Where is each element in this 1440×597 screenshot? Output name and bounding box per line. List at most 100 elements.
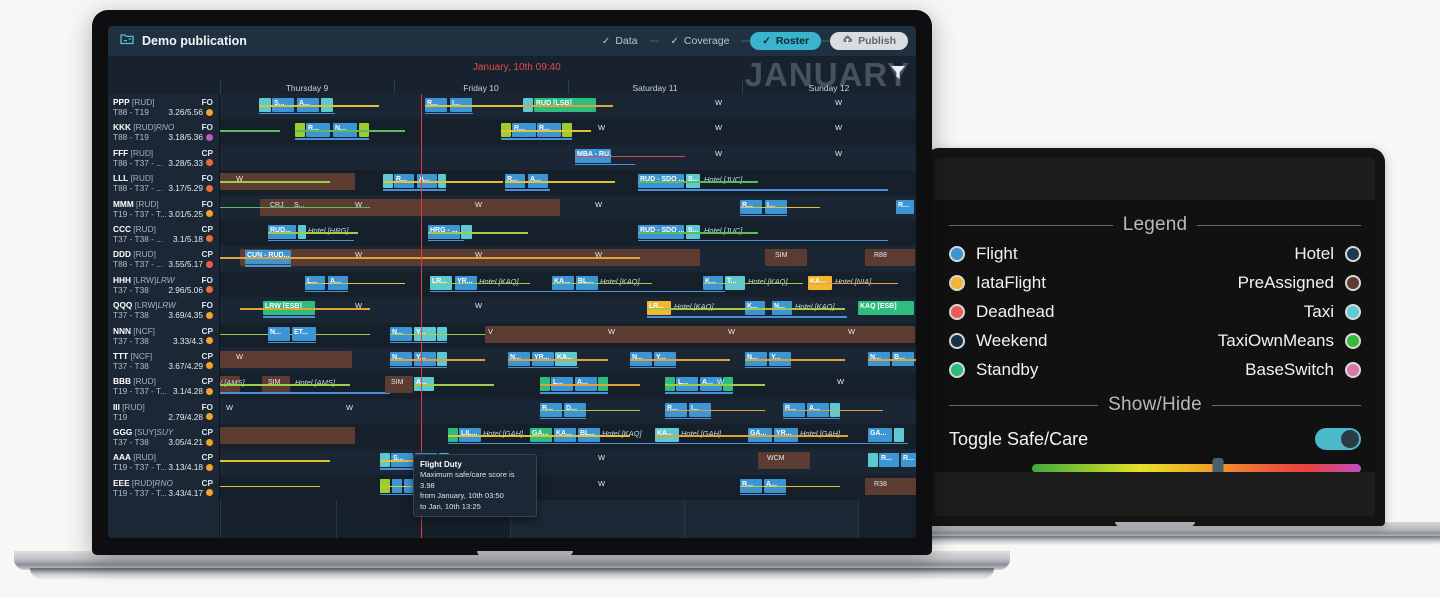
legend-item[interactable]: Weekend (949, 331, 1054, 351)
showhide-title: Show/Hide (1108, 394, 1202, 415)
preassigned-block[interactable] (765, 249, 807, 267)
preassigned-block[interactable] (485, 325, 915, 343)
table-row[interactable]: L...A...LR...YR...Hotel [KAQ]KA...BL...H… (220, 271, 916, 298)
gantt-activity-block[interactable]: SIM (391, 379, 404, 387)
preassigned-block[interactable] (260, 198, 560, 216)
legend-item[interactable]: Standby (949, 360, 1054, 380)
crew-code: GGG (113, 427, 133, 438)
crew-code-base: PPP [RUD] (113, 97, 155, 107)
preassigned-block[interactable] (220, 350, 352, 368)
weekend-marker: W (715, 98, 723, 107)
step-roster-button[interactable]: ✓Roster (750, 32, 822, 50)
preassigned-block[interactable] (758, 452, 810, 470)
gantt-activity-block[interactable] (894, 428, 904, 443)
preassigned-block[interactable] (865, 477, 916, 495)
gantt-activity-block[interactable]: S... (294, 201, 305, 209)
crew-rank: CP (201, 249, 213, 260)
gantt-activity-block[interactable]: R38 (874, 480, 887, 488)
crew-aircraft: T19 - T37 - T... (113, 208, 168, 219)
legend-item[interactable]: Hotel (1218, 244, 1361, 264)
preassigned-block[interactable] (220, 427, 355, 445)
gantt-activity-block[interactable]: N... (268, 326, 290, 341)
crew-code-base: FFF [RUD] (113, 148, 153, 158)
threshold-slider-handle[interactable] (1212, 458, 1224, 479)
gantt-activity-block[interactable]: R... (896, 199, 914, 214)
day-label: Thursday 9 (285, 83, 329, 93)
legend-item[interactable]: Taxi (1218, 302, 1361, 322)
legend-item[interactable]: BaseSwitch (1218, 360, 1361, 380)
gantt-activity-block[interactable]: WCM (767, 455, 785, 463)
legend-item[interactable]: IataFlight (949, 273, 1054, 293)
crew-score-dot (206, 133, 213, 141)
safecare-score-line (430, 282, 530, 285)
table-row[interactable]: MBA - RU...WW (220, 144, 916, 171)
legend-item[interactable]: TaxiOwnMeans (1218, 331, 1361, 351)
gantt-activity-block[interactable]: SIM (268, 379, 281, 387)
crew-score-value: 3.43/4.17 (168, 487, 203, 498)
step-data-button[interactable]: ✓Data (590, 32, 650, 50)
legend-item[interactable]: Flight (949, 244, 1054, 264)
table-row[interactable]: RUD...Hotel [HRG]HRG - ...RUD - SDQ ...S… (220, 220, 916, 247)
legend-item[interactable]: Deadhead (949, 302, 1054, 322)
gantt-activity-block[interactable]: R88 (874, 252, 887, 260)
weekend-marker: W (848, 326, 856, 336)
preassigned-block[interactable] (865, 249, 915, 267)
filter-funnel-icon[interactable] (889, 63, 907, 86)
table-row[interactable]: WLIL...Hotel [GAH]GA...KA...BL...Hotel [… (220, 424, 916, 450)
gantt-activity-block[interactable] (868, 453, 878, 468)
threshold-slider-track[interactable] (1032, 458, 1361, 479)
weekend-marker: W (355, 250, 363, 260)
legend-item[interactable]: PreAssigned (1218, 273, 1361, 293)
gantt-activity-block[interactable]: GA... (868, 428, 892, 443)
crew-aircraft: T19 - T37 - T... (113, 462, 168, 473)
gantt-activity-block[interactable]: KAQ [ESB] (858, 301, 914, 316)
step-publish-button[interactable]: Publish (830, 32, 908, 50)
hotel-label: Hotel [KAQ] (674, 302, 714, 312)
gantt-activity-block[interactable]: CRJ (270, 201, 284, 209)
crew-code: BBB (113, 376, 131, 387)
gantt-activity-block[interactable]: R... (901, 453, 916, 468)
crew-score: 3.1/4.28 (173, 386, 213, 396)
safecare-score-line (665, 384, 765, 386)
gantt-activity-block[interactable]: ET... (292, 326, 316, 341)
duty-period-underline (448, 443, 908, 445)
table-row[interactable]: WN...Y...N...YR...KA...N...Y...N...Y...N… (220, 347, 916, 374)
crew-score: 3.33/4.3 (173, 336, 213, 346)
step-coverage-button[interactable]: ✓Coverage (659, 32, 742, 50)
preassigned-block[interactable] (385, 376, 413, 394)
crew-rank: CP (201, 223, 213, 234)
gantt-activity-block[interactable]: R... (879, 453, 899, 468)
table-row[interactable]: S...A...WWWCMR...R... (220, 449, 916, 475)
toggle-safecare-switch[interactable] (1315, 428, 1361, 450)
gantt-activity-block[interactable]: SIM (775, 252, 788, 260)
